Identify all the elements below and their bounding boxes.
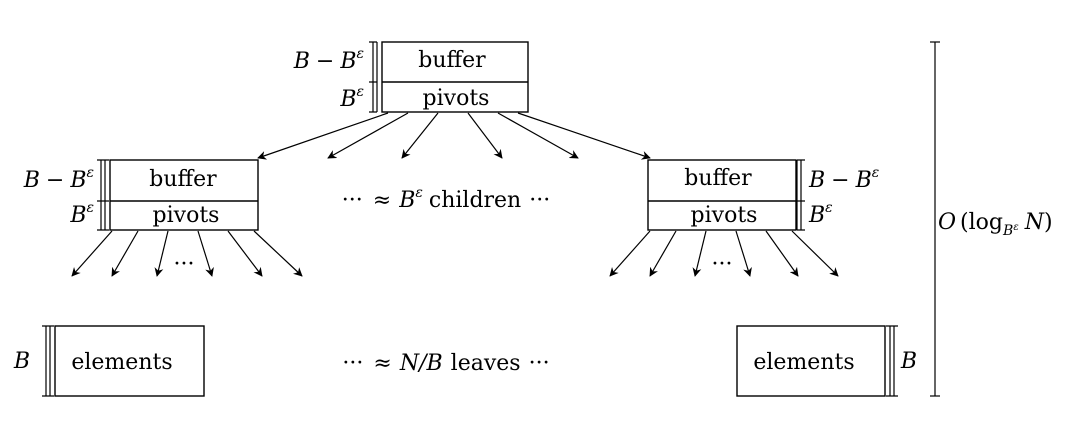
leaf-left-box <box>54 325 205 397</box>
internal-node-left-box <box>109 159 259 231</box>
root-edge <box>401 112 439 159</box>
leaf-left-label: elements <box>71 350 172 375</box>
root-pivots-label: pivots <box>423 86 490 111</box>
internal-left-pivots-size: Bε <box>69 200 94 228</box>
root-edges <box>257 112 651 160</box>
internal-left-edges: ··· <box>71 230 303 277</box>
internal-left-buffer-label: buffer <box>149 167 217 192</box>
root-bracket-line <box>369 41 377 113</box>
root-node: buffer pivots <box>381 41 529 113</box>
leaf-right: elements <box>736 325 886 397</box>
leaf-right-box <box>736 325 886 397</box>
leaf-right-size-bracket: B <box>886 325 917 397</box>
internal-left-subtree-dots: ··· <box>174 252 195 277</box>
leaf-left: elements <box>54 325 205 397</box>
internal-right-pivots-size: Bε <box>808 200 833 228</box>
internal-node-right-box <box>647 159 797 231</box>
internal-left-size-bracket: B−Bε Bε <box>23 159 109 231</box>
root-node-box <box>381 41 529 113</box>
internal-node-left: buffer pivots <box>109 159 259 231</box>
leaf-left-size-bracket: B <box>13 325 54 397</box>
root-edge <box>327 112 409 159</box>
internal-right-subtree-dots: ··· <box>712 252 733 277</box>
root-size-bracket: B−Bε Bε <box>293 41 378 113</box>
internal-left-pivots-label: pivots <box>153 203 220 228</box>
leaf-right-size: B <box>900 349 917 374</box>
internal-right-buffer-label: buffer <box>684 166 752 191</box>
internal-right-edges: ··· <box>609 230 839 277</box>
internal-right-buffer-size: B−Bε <box>808 165 879 193</box>
leaf-left-size: B <box>13 349 30 374</box>
root-edge <box>497 112 579 159</box>
internal-left-buffer-size: B−Bε <box>23 165 94 193</box>
root-edge-left <box>257 112 389 160</box>
root-edge <box>467 112 503 159</box>
root-buffer-label: buffer <box>418 48 486 73</box>
internal-right-size-bracket: B−Bε Bε <box>796 159 879 231</box>
root-buffer-size: B−Bε <box>293 46 364 74</box>
internal-node-right: buffer pivots <box>647 159 797 231</box>
internal-right-pivots-label: pivots <box>691 203 758 228</box>
root-edge-right <box>517 112 651 160</box>
root-pivots-size: Bε <box>339 84 364 112</box>
leaf-right-label: elements <box>753 350 854 375</box>
